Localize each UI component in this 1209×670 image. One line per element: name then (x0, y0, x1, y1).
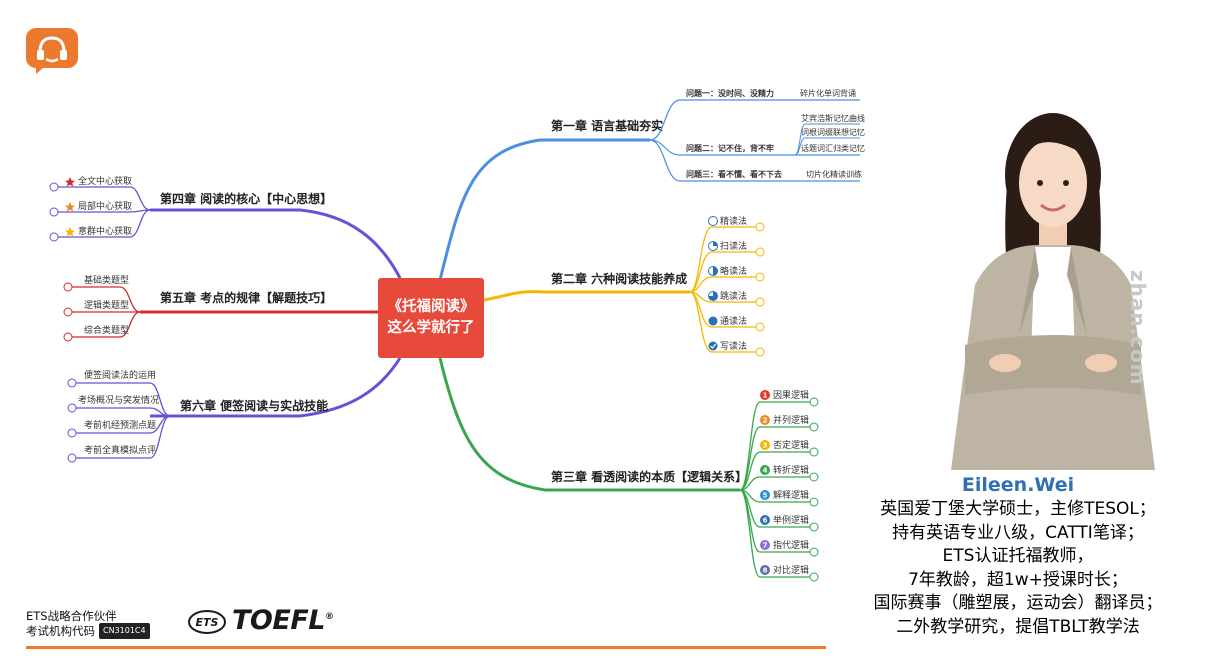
toefl-logo: TOEFL® (232, 605, 334, 636)
branch-ch2 (483, 290, 690, 302)
ch3-leaf: 并列逻辑 (773, 414, 809, 426)
chapter-3-label: 第三章 看透阅读的本质【逻辑关系】 (551, 469, 747, 484)
ch1-problem-2: 问题二：记不住，背不牢 (686, 143, 774, 153)
badge-number: 6 (763, 517, 768, 525)
center-title-line2: 这么学就行了 (387, 320, 475, 336)
ets-logo-icon: ETS (188, 610, 226, 634)
ch3-leaf: 因果逻辑 (773, 389, 809, 401)
toefl-wordmark: TOEFL (232, 605, 325, 636)
ch6-leaves: 便签阅读法的运用 考场概况与突发情况 考前机经预测点题 考前全真模拟点评 (67, 369, 171, 463)
ch1-problem-3: 问题三：看不懂、看不下去 (686, 169, 782, 179)
bio-line: 国际赛事（雕塑展，运动会）翻译员； (873, 593, 1163, 613)
ch6-leaf: 考场概况与突发情况 (78, 394, 159, 406)
ch1-method: 艾宾浩斯记忆曲线 (801, 113, 865, 123)
ets-partner-info: ETS战略合作伙伴 考试机构代码 CN3101C4 (26, 609, 150, 639)
center-title-line1: 《托福阅读》 (387, 299, 475, 315)
ch1-method: 话题词汇归类记忆 (801, 143, 865, 153)
ch3-leaf: 对比逻辑 (773, 564, 809, 576)
ch5-leaf: 基础类题型 (84, 274, 129, 286)
institution-code-line: 考试机构代码 CN3101C4 (26, 623, 150, 639)
ch3-leaf: 指代逻辑 (773, 539, 809, 551)
badge-number: 5 (763, 492, 768, 500)
chapter-4-label: 第四章 阅读的核心【中心思想】 (160, 191, 332, 206)
mind-map: 第一章 语言基础夯实 第二章 六种阅读技能养成 第三章 看透阅读的本质【逻辑关系… (49, 88, 865, 582)
headset-chat-icon (26, 28, 78, 74)
ch6-leaf: 考前机经预测点题 (84, 419, 156, 431)
bio-line: 二外教学研究，提倡TBLT教学法 (896, 616, 1140, 637)
ch3-leaf: 否定逻辑 (773, 439, 809, 451)
badge-number: 2 (763, 417, 768, 425)
mind-map-center-node: 《托福阅读》 这么学就行了 (378, 278, 484, 358)
progress-icon (708, 216, 718, 351)
badge-number: 4 (763, 467, 768, 475)
badge-number: 1 (763, 392, 768, 400)
code-label: 考试机构代码 (26, 624, 95, 638)
chapter-6-label: 第六章 便签阅读与实战技能 (180, 398, 328, 413)
partner-label: ETS战略合作伙伴 (26, 609, 117, 623)
badge-number: 8 (763, 567, 768, 575)
branch-ch4 (150, 208, 402, 279)
ch2-leaf: 通读法 (720, 315, 747, 327)
ch2-leaves: 精读法 扫读法 略读法 跳读法 通读法 写读法 (689, 215, 765, 357)
teacher-name: Eileen.Wei (961, 474, 1075, 496)
footer-divider (26, 646, 826, 649)
teacher-photo (951, 113, 1155, 470)
ch1-method: 碎片化单词背诵 (800, 88, 856, 98)
ch5-leaves: 基础类题型 逻辑类题型 综合类题型 (63, 274, 141, 342)
badge-number: 7 (763, 542, 768, 550)
ch3-leaves: 1 2 3 4 5 6 7 8 因果逻辑 并列逻辑 否定逻辑 转折逻辑 解释逻辑… (739, 389, 819, 582)
chapter-5-label: 第五章 考点的规律【解题技巧】 (160, 290, 332, 305)
branch-ch3 (438, 357, 740, 492)
bio-line: 持有英语专业八级，CATTI笔译； (892, 522, 1144, 543)
ch6-leaf: 考前全真模拟点评 (84, 444, 156, 456)
ch2-leaf: 写读法 (720, 340, 747, 352)
watermark: zhan.com (1126, 270, 1150, 386)
bio-line: 7年教龄，超1w+授课时长； (908, 569, 1128, 590)
star-icon (65, 177, 75, 237)
chapter-2-label: 第二章 六种阅读技能养成 (551, 271, 687, 286)
ch5-leaf: 逻辑类题型 (84, 299, 129, 311)
number-badge-icon (760, 390, 770, 575)
ch1-problem-1: 问题一：没时间、没精力 (686, 88, 774, 98)
ch4-leaf: 全文中心获取 (78, 175, 132, 187)
ch5-leaf: 综合类题型 (84, 324, 129, 336)
ch4-leaf: 局部中心获取 (78, 200, 132, 212)
bio-line: 英国爱丁堡大学硕士，主修TESOL； (880, 499, 1156, 519)
ch1-method: 词根词缀联想记忆 (801, 127, 865, 137)
ch2-leaf: 略读法 (720, 265, 747, 277)
ch1-method: 切片化精读训练 (806, 169, 862, 179)
ch2-leaf: 扫读法 (720, 240, 747, 252)
bio-line: ETS认证托福教师， (942, 546, 1094, 566)
ch3-leaf: 举例逻辑 (773, 514, 809, 526)
branch-ch1 (438, 138, 650, 281)
branch-ch6 (150, 357, 402, 418)
ch2-leaf: 跳读法 (720, 290, 747, 302)
ch3-leaf: 解释逻辑 (773, 489, 809, 501)
ch6-leaf: 便签阅读法的运用 (84, 369, 156, 381)
registered-mark: ® (324, 612, 334, 622)
ch4-leaf: 意群中心获取 (78, 225, 132, 237)
institution-code-badge: CN3101C4 (99, 623, 150, 639)
teacher-bio: Eileen.Wei 英国爱丁堡大学硕士，主修TESOL； 持有英语专业八级，C… (828, 472, 1208, 639)
ch2-leaf: 精读法 (720, 215, 747, 227)
badge-number: 3 (763, 442, 768, 450)
chapter-1-label: 第一章 语言基础夯实 (551, 118, 663, 133)
ch3-leaf: 转折逻辑 (773, 464, 809, 476)
ch4-leaves: 全文中心获取 局部中心获取 意群中心获取 (49, 175, 151, 242)
ets-mark-text: ETS (196, 616, 219, 629)
